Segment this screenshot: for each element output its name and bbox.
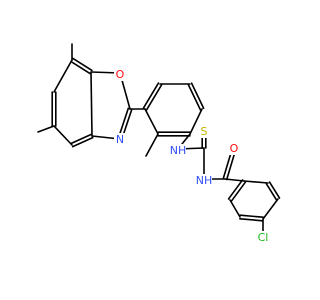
bond-B4-B5: [262, 198, 279, 220]
bond-P6-MeP: [145, 133, 159, 157]
bond-B6-B1: [243, 180, 269, 184]
bond-C4-C5: [53, 125, 73, 146]
bond-P3-P4-b: [190, 82, 205, 110]
oxazole-o-label: O: [116, 68, 125, 81]
chloro-cl-bg: [255, 231, 271, 244]
amide-nh-bg: [196, 174, 212, 187]
carbonyl-o-label: O: [230, 142, 239, 155]
bond-P4-P5: [189, 108, 203, 135]
bond-C7-C7a-b: [72, 57, 93, 72]
bond-B1-B2-b: [230, 181, 247, 202]
bond-C7-C7a-a: [70, 60, 91, 75]
oxazole-n-label: N: [116, 133, 124, 146]
bond-C3a-C4-b: [71, 136, 94, 148]
thione-s-label: S: [201, 125, 208, 138]
bond-C3a-C7a: [90, 71, 93, 137]
bond-C3a-C4-a: [70, 133, 93, 145]
oxazole-o-bg: [114, 68, 126, 81]
bond-B3-B4-b: [239, 214, 264, 219]
bond-C6-C7: [53, 59, 73, 93]
bond-P6-P1: [144, 108, 159, 135]
oxazole-n-bg: [114, 133, 126, 146]
bond-P1-P2-a: [145, 84, 163, 111]
bond-Cc-B1: [224, 178, 245, 182]
amide-nh-label: NH: [196, 174, 213, 187]
bonds: [37, 43, 281, 237]
carbonyl-o-bg: [228, 142, 240, 155]
bond-B3-B4-a: [239, 217, 264, 222]
thione-s-bg: [198, 125, 210, 138]
bond-C5-Me5: [37, 125, 55, 133]
amine-nh-label: NH: [170, 144, 187, 157]
bond-B1-B2-a: [227, 179, 244, 200]
molecule-structure: O N NH S NH O Cl: [37, 43, 281, 244]
bond-P3-P4-a: [187, 83, 202, 111]
bond-B2-B3: [229, 199, 241, 218]
bond-B5-B6-b: [265, 183, 278, 201]
bond-B5-B6-a: [268, 181, 281, 199]
bond-P1-P2-b: [142, 82, 160, 109]
amine-nh-bg: [170, 144, 186, 157]
chloro-cl-label: Cl: [258, 231, 269, 244]
atom-labels: O N NH S NH O Cl: [114, 68, 271, 244]
